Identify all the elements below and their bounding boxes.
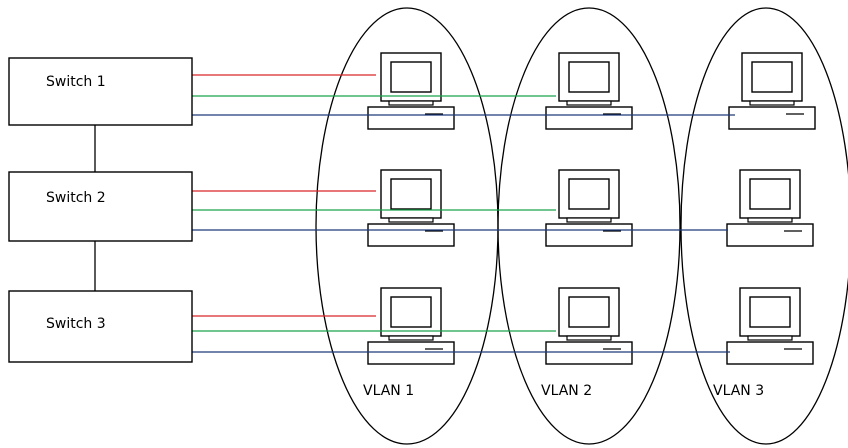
switch-2-label: Switch 2 (46, 190, 106, 206)
vlan-1-label: VLAN 1 (363, 383, 414, 399)
switch-3-label: Switch 3 (46, 316, 106, 332)
computer-1-3-icon (728, 52, 816, 130)
computer-2-2-icon (545, 169, 633, 247)
vlan-2-label: VLAN 2 (541, 383, 592, 399)
vlan-3-label: VLAN 3 (713, 383, 764, 399)
vlan-2-ellipse (497, 7, 681, 445)
computer-2-3-icon (726, 169, 814, 247)
computer-1-1-icon (367, 52, 455, 130)
switch-1-label: Switch 1 (46, 74, 106, 90)
switch-3: Switch 3 (8, 290, 193, 363)
switch-2: Switch 2 (8, 171, 193, 242)
vlan-3-ellipse (680, 7, 848, 445)
computer-2-1-icon (367, 169, 455, 247)
switch-1: Switch 1 (8, 57, 193, 126)
computer-3-3-icon (726, 287, 814, 365)
computer-1-2-icon (545, 52, 633, 130)
